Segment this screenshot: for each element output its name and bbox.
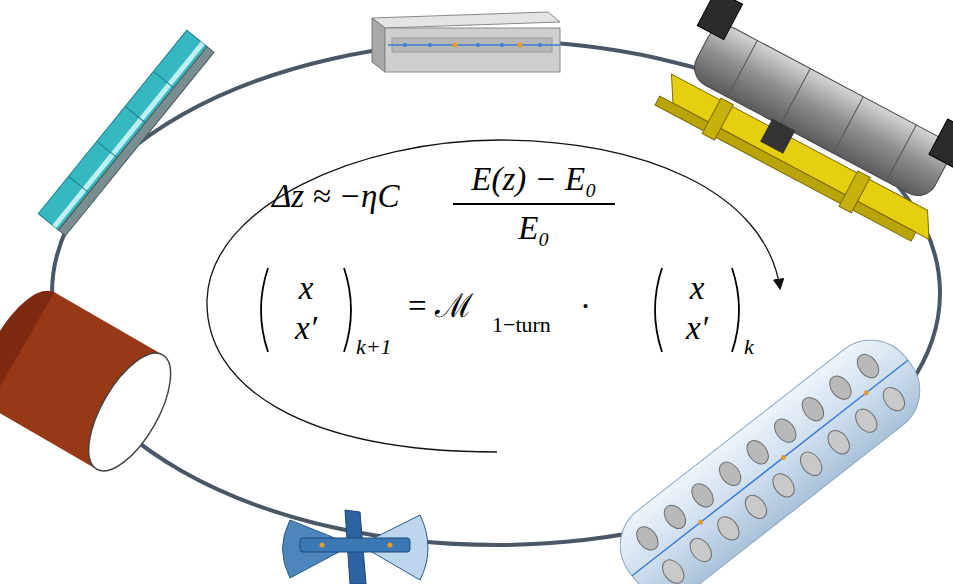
cavity-cell	[768, 470, 798, 502]
matrix-symbol: = ℳ	[408, 290, 473, 323]
equation-numerator: E(z) − E₀	[471, 163, 596, 196]
turn-index: k+1	[356, 336, 392, 358]
turn-arrow	[207, 140, 780, 452]
cavity-cell	[743, 436, 773, 468]
beam-dot	[863, 389, 870, 396]
rf-cylinder	[0, 278, 187, 483]
vector-entry: x	[690, 272, 705, 305]
equation-denominator: E₀	[518, 212, 550, 245]
undulator	[38, 30, 214, 235]
quadrupole-magnet	[283, 510, 429, 584]
vector-entry: x	[299, 272, 314, 305]
cavity-cell	[715, 458, 745, 490]
cavity-cell	[686, 534, 716, 566]
cavity-cell	[796, 448, 826, 480]
beam-dot	[780, 454, 787, 461]
vector-entry: x′	[295, 312, 317, 345]
cavity-cell	[798, 393, 828, 425]
cavity-cell	[658, 556, 688, 584]
cavity-cell	[879, 383, 909, 415]
cavity-cell	[660, 501, 690, 533]
cavity-cell	[851, 405, 881, 437]
cryomodule-frame	[654, 0, 953, 251]
turn-index: k	[744, 336, 754, 358]
beam-dot	[697, 519, 704, 526]
product-dot: ·	[580, 290, 591, 323]
cavity-cell	[713, 513, 743, 545]
cavity-cell	[632, 523, 662, 555]
equation-strokes	[261, 204, 739, 352]
cavity-cell	[741, 491, 771, 523]
cavity-cell	[853, 350, 883, 382]
vector-entry: x′	[686, 312, 708, 345]
cavity-cell	[770, 415, 800, 447]
equation-term: Δz ≈ −ηC	[272, 180, 399, 213]
kicker-magnet	[372, 12, 560, 72]
cavity-cell	[824, 426, 854, 458]
cavity-cell	[825, 372, 855, 404]
matrix-subscript: 1−turn	[492, 314, 551, 336]
cavity-cell	[687, 480, 717, 512]
cavity-cryomodule	[603, 322, 938, 584]
